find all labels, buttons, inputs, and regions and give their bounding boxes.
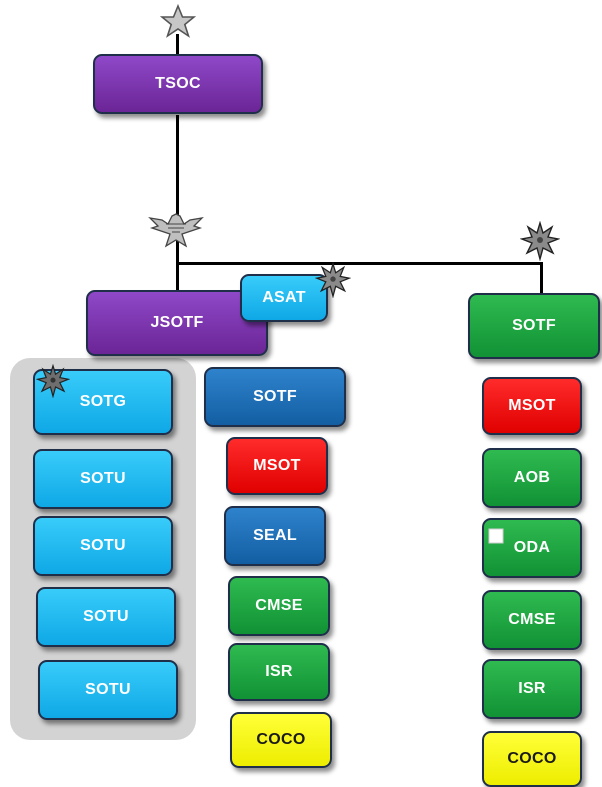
jsotf-box[interactable]: JSOTF xyxy=(86,290,268,356)
sotf-center-box[interactable]: SOTF xyxy=(204,367,346,427)
msot-center-box[interactable]: MSOT xyxy=(226,437,328,495)
star-icon xyxy=(160,4,196,38)
seal-box[interactable]: SEAL xyxy=(224,506,326,566)
oak-leaf-icon xyxy=(36,364,70,398)
isr-right-box[interactable]: ISR xyxy=(482,659,582,719)
sotu-box-4[interactable]: SOTU xyxy=(38,660,178,720)
sotf-right-box[interactable]: SOTF xyxy=(468,293,600,359)
bar-icon xyxy=(488,528,504,544)
sotu-box-3[interactable]: SOTU xyxy=(36,587,176,647)
aob-box[interactable]: AOB xyxy=(482,448,582,508)
oak-leaf-icon xyxy=(315,262,351,298)
sotu-box-1[interactable]: SOTU xyxy=(33,449,173,509)
connector-right-drop xyxy=(540,262,543,294)
cmse-right-box[interactable]: CMSE xyxy=(482,590,582,650)
tsoc-box[interactable]: TSOC xyxy=(93,54,263,114)
connector-horizontal xyxy=(176,262,542,265)
isr-center-box[interactable]: ISR xyxy=(228,643,330,701)
asat-box[interactable]: ASAT xyxy=(240,274,328,322)
oak-leaf-icon xyxy=(520,221,560,261)
eagle-icon xyxy=(148,213,204,248)
oda-box[interactable]: ODA xyxy=(482,518,582,578)
connector-tsoc-vertical xyxy=(176,34,179,58)
coco-center-box[interactable]: COCO xyxy=(230,712,332,768)
cmse-center-box[interactable]: CMSE xyxy=(228,576,330,636)
coco-right-box[interactable]: COCO xyxy=(482,731,582,787)
sotu-box-2[interactable]: SOTU xyxy=(33,516,173,576)
msot-right-box[interactable]: MSOT xyxy=(482,377,582,435)
connector-trunk xyxy=(176,115,179,295)
